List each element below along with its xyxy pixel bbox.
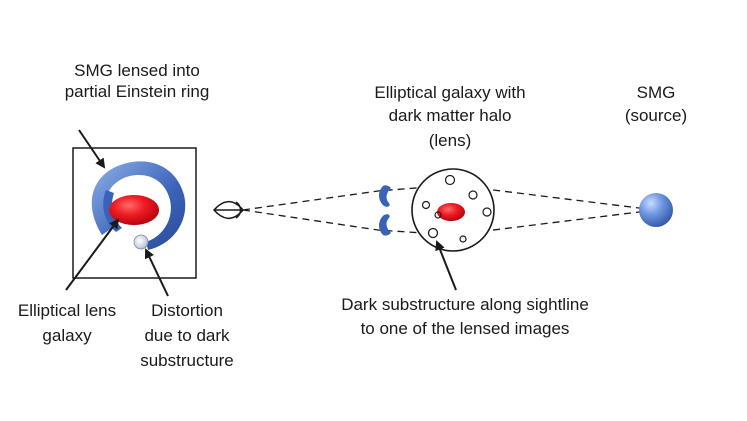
label-line: Distortion bbox=[151, 301, 223, 320]
subhalo-on-sightline bbox=[427, 227, 439, 239]
label-line: due to dark bbox=[144, 326, 230, 345]
subhalo bbox=[468, 190, 478, 200]
label-lens-halo: Elliptical galaxy with dark matter halo … bbox=[345, 82, 555, 151]
label-line: Elliptical lens bbox=[17, 301, 117, 320]
arrow-lens-galaxy bbox=[65, 218, 120, 291]
label-line: (source) bbox=[624, 106, 688, 125]
sightline-lower bbox=[242, 209, 656, 236]
lens-galaxy-image bbox=[109, 195, 159, 225]
arrow-ring bbox=[78, 129, 106, 169]
label-dark-substructure: Dark substructure along sightline to one… bbox=[305, 294, 625, 339]
lensed-arc-upper bbox=[378, 185, 391, 207]
label-line: (lens) bbox=[428, 131, 472, 150]
label-line: galaxy bbox=[42, 326, 92, 345]
label-source: SMG (source) bbox=[604, 82, 708, 126]
eye-icon bbox=[212, 201, 244, 219]
lens-galaxy bbox=[437, 203, 465, 221]
subhalo bbox=[482, 207, 492, 217]
label-line: to one of the lensed images bbox=[360, 319, 570, 338]
subhalo bbox=[421, 200, 431, 210]
subhalo bbox=[459, 235, 467, 243]
label-line: SMG lensed into bbox=[74, 61, 200, 80]
label-distortion: Distortion due to dark substructure bbox=[128, 300, 246, 371]
source-galaxy bbox=[639, 193, 673, 227]
subhalo bbox=[434, 211, 442, 219]
label-line: SMG bbox=[636, 83, 676, 102]
label-line: substructure bbox=[140, 351, 234, 370]
eye-pupil bbox=[235, 201, 242, 219]
label-line: Dark substructure along sightline bbox=[341, 295, 589, 314]
label-line: partial Einstein ring bbox=[64, 82, 210, 101]
sightline-upper bbox=[242, 184, 656, 211]
label-elliptical-lens-galaxy: Elliptical lens galaxy bbox=[2, 300, 132, 346]
label-line: Elliptical galaxy with bbox=[374, 83, 526, 102]
arrow-distortion bbox=[144, 248, 169, 297]
label-smg-ring: SMG lensed into partial Einstein ring bbox=[32, 60, 242, 102]
einstein-ring-arc-main bbox=[91, 161, 186, 250]
lensed-arc-lower bbox=[378, 214, 391, 236]
subhalo bbox=[444, 174, 456, 186]
distortion-blob bbox=[133, 234, 149, 250]
label-line: dark matter halo bbox=[388, 106, 512, 125]
arrow-substructure bbox=[435, 240, 457, 291]
